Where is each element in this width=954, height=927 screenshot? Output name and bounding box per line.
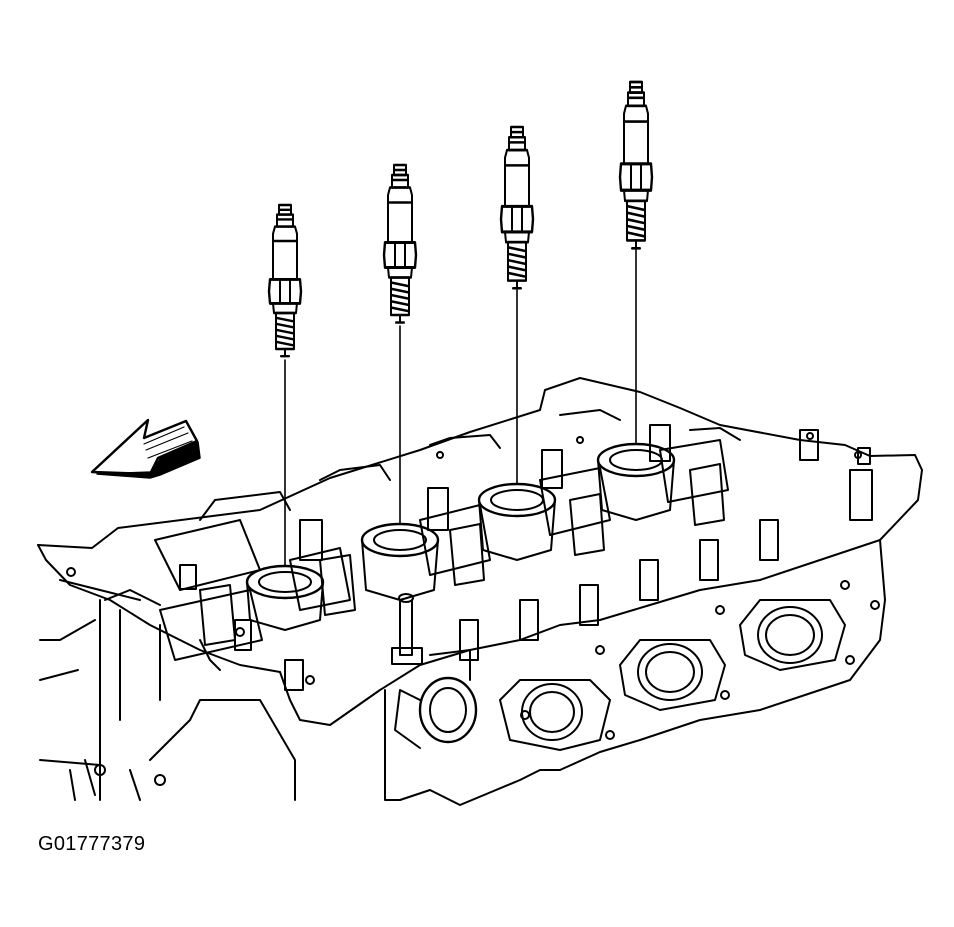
spark-plug-1	[267, 203, 303, 567]
spark-plug-icon	[499, 125, 535, 290]
spark-plug-icon	[267, 203, 303, 358]
spark-plug-2	[382, 163, 418, 525]
spark-plug-icon	[382, 163, 418, 324]
spark-plug-4	[618, 80, 654, 445]
direction-arrow-icon	[90, 418, 201, 479]
figure-id-label: G01777379	[38, 833, 146, 855]
spark-plug-icon	[618, 80, 654, 250]
spark-plug-3	[499, 125, 535, 485]
cylinder-head-icon	[37, 377, 923, 806]
